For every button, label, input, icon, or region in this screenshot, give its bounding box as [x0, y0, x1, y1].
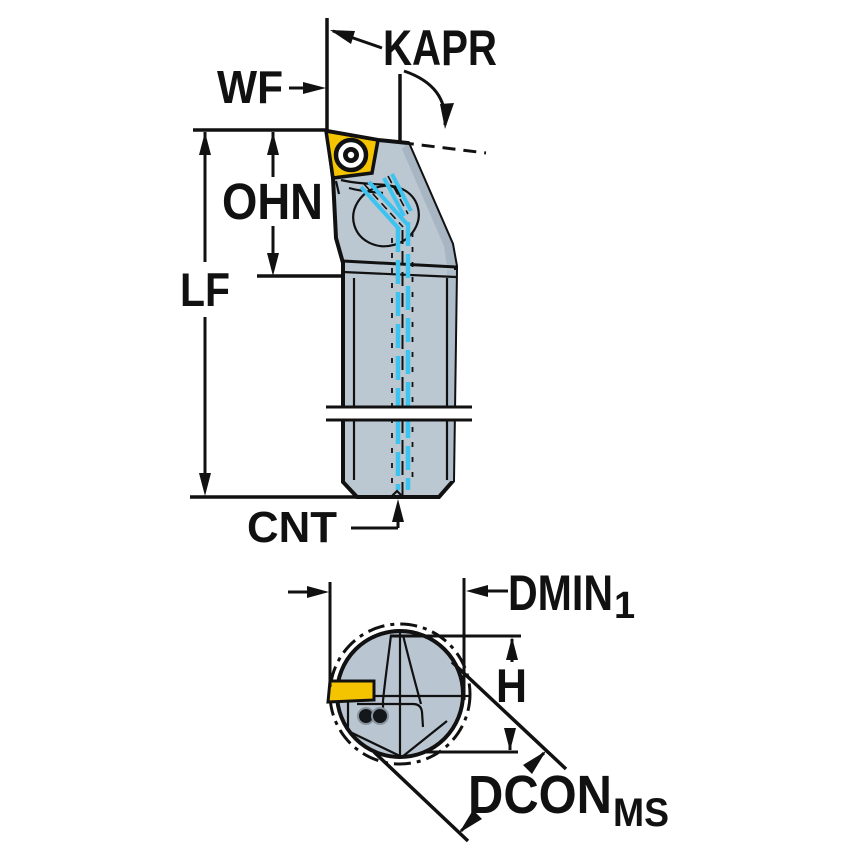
indexable-insert	[323, 128, 381, 180]
min-bore-dashed-circle	[328, 622, 472, 766]
dimension-ohn	[257, 132, 343, 278]
wf-arrowhead	[303, 82, 326, 94]
dimension-h	[390, 634, 521, 754]
tool-head-facet	[402, 143, 456, 266]
ohn-arrowhead-up	[267, 132, 279, 155]
pocket-bottom-diagonal	[347, 730, 403, 758]
pocket-bottom-diagonal-2	[401, 720, 448, 758]
break-lines	[326, 405, 472, 422]
cutting-edge-extension-line	[379, 138, 487, 155]
end-view: DMIN 1 H DCON MS	[288, 565, 669, 843]
cnt-arrowhead-up	[392, 499, 404, 522]
dmin-arrowhead-right	[466, 585, 488, 597]
break-band	[326, 408, 472, 419]
label-ohn: OHN	[222, 173, 323, 230]
kapr-leader-arrowhead	[330, 30, 355, 44]
label-dcon: DCON	[468, 765, 612, 825]
label-kapr: KAPR	[383, 20, 497, 76]
insert-pocket-outline	[352, 184, 420, 248]
ohn-arrowhead-down	[267, 253, 279, 276]
coolant-channels	[359, 173, 414, 496]
label-h: H	[496, 659, 527, 712]
kapr-arc-arrowhead	[440, 103, 454, 129]
head-taper-line-left	[381, 634, 393, 702]
dimension-kapr	[330, 29, 454, 142]
coolant-branch-left-1	[359, 185, 402, 232]
coolant-branch-left-centerline	[363, 183, 404, 228]
shank-side-facet	[446, 270, 456, 481]
dimension-cnt	[351, 499, 404, 530]
kapr-angle-arc	[403, 69, 447, 126]
dcon-tangent-line-lower	[372, 750, 470, 843]
pocket-rounded-edge	[357, 702, 425, 728]
h-arrowhead-down	[504, 728, 516, 751]
lf-arrowhead-up	[199, 132, 211, 155]
lf-arrowhead-down	[199, 473, 211, 496]
head-left-step	[334, 180, 341, 195]
screw-hole-right	[371, 707, 389, 725]
dimension-wf	[289, 18, 329, 131]
shank-end-notch	[390, 489, 404, 498]
dimension-dcon	[372, 660, 568, 843]
dimension-lf	[190, 128, 357, 499]
label-cnt: CNT	[247, 503, 337, 552]
coolant-branch-right-1	[382, 177, 406, 217]
insert-seat-line	[340, 178, 402, 198]
h-arrowhead-up	[506, 637, 518, 660]
side-view: KAPR WF OHN LF CNT	[180, 18, 497, 552]
insert-end-view	[326, 679, 376, 704]
label-wf: WF	[217, 61, 283, 113]
insert-screw-center	[347, 151, 355, 159]
dcon-arrowhead-upper	[523, 751, 546, 774]
head-taper-line-right	[401, 634, 423, 705]
dmin-arrowhead-left	[307, 586, 329, 598]
dcon-tangent-line-upper	[450, 660, 568, 771]
end-view-details	[346, 632, 469, 758]
label-dcon-subscript: MS	[613, 791, 669, 835]
label-dmin: DMIN	[508, 565, 613, 621]
dcon-arrowhead-lower	[459, 810, 482, 833]
coolant-branch-right-2	[390, 173, 413, 212]
coolant-branch-right-centerline	[387, 175, 409, 215]
dimension-dmin	[288, 578, 508, 700]
label-dmin-subscript: 1	[614, 585, 635, 627]
coolant-branch-left-2	[367, 180, 409, 226]
label-lf: LF	[180, 263, 230, 316]
